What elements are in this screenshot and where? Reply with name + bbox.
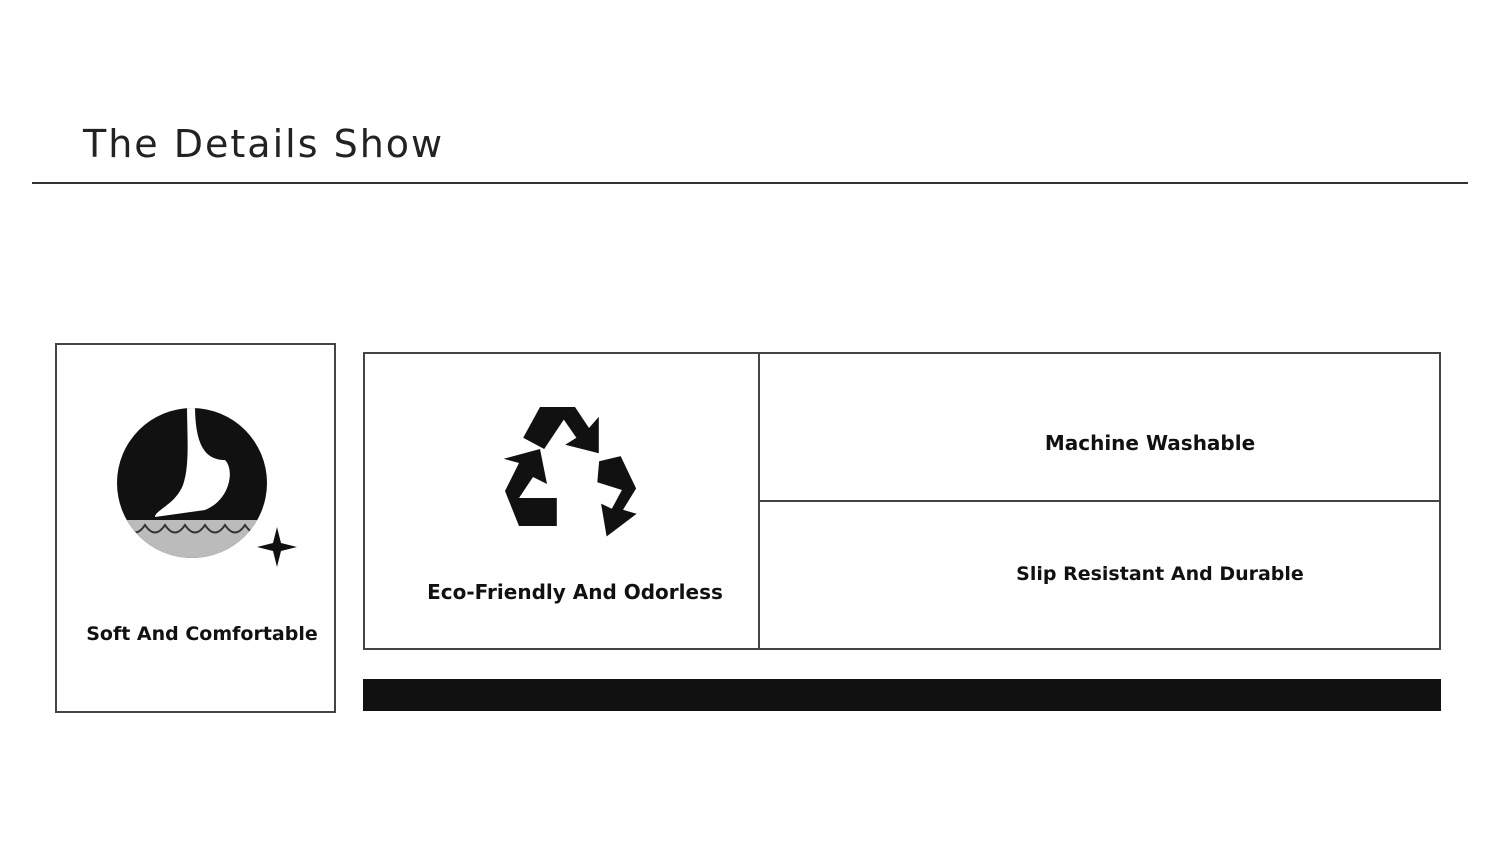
feature-card-soft: Soft And Comfortable [55,343,336,713]
feature-label: Machine Washable [1044,431,1256,455]
feature-card-washable: Machine Washable [758,352,1441,502]
feature-card-eco: Eco-Friendly And Odorless [363,352,760,650]
black-bar [363,679,1441,711]
divider [32,182,1468,184]
page-title: The Details Show [83,122,445,166]
foot-comfort-icon [117,408,297,567]
recycle-icon [503,407,637,537]
feature-card-slip: Slip Resistant And Durable [758,500,1441,650]
feature-label: Soft And Comfortable [86,623,318,645]
feature-label: Eco-Friendly And Odorless [427,580,723,604]
feature-label: Slip Resistant And Durable [1016,563,1304,585]
